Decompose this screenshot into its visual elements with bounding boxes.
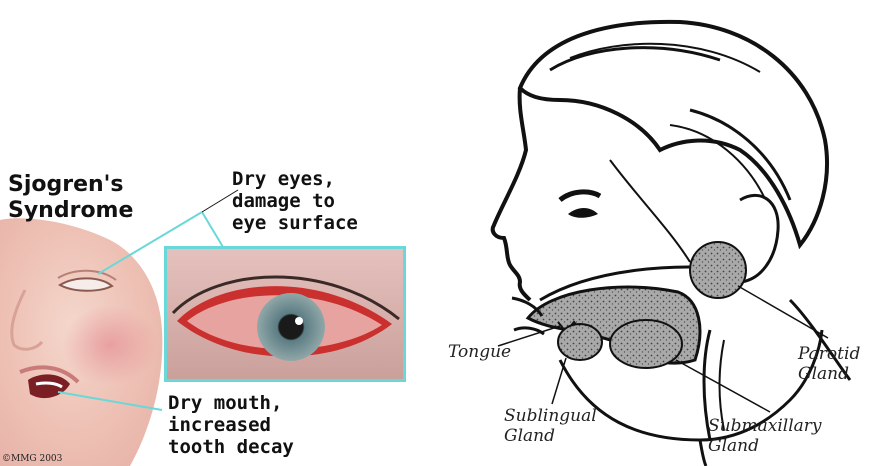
parotid-gland-label: Parotid Gland (798, 344, 860, 384)
parotid-line-1: Parotid (798, 344, 860, 364)
dry-mouth-callout: Dry mouth, increased tooth decay (168, 392, 294, 458)
dry-eyes-line-1: Dry eyes, (232, 168, 335, 190)
sublingual-line-1: Sublingual (504, 406, 597, 426)
parotid-line-2: Gland (798, 364, 849, 384)
submaxillary-line-2: Gland (708, 436, 759, 456)
dry-eyes-line-3: eye surface (232, 212, 358, 234)
dry-eyes-line-2: damage to (232, 190, 335, 212)
dry-eye-photo (164, 246, 406, 382)
sublingual-line-2: Gland (504, 426, 555, 446)
sublingual-gland-label: Sublingual Gland (504, 406, 597, 446)
syndrome-title: Sjogren's Syndrome (8, 172, 133, 224)
dry-mouth-line-1: Dry mouth, (168, 392, 282, 414)
salivary-glands-diagram: Tongue Sublingual Gland Submaxillary Gla… (440, 0, 880, 466)
dry-eyes-callout: Dry eyes, damage to eye surface (232, 168, 358, 234)
title-line-2: Syndrome (8, 198, 133, 223)
copyright-notice: ©MMG 2003 (2, 454, 62, 464)
head-profile-drawing (440, 0, 880, 466)
sjogrens-illustration: Sjogren's Syndrome Dry eyes, damage to e… (0, 0, 440, 466)
dry-mouth-line-3: tooth decay (168, 436, 294, 458)
submaxillary-line-1: Submaxillary (708, 416, 822, 436)
dry-mouth-line-2: increased (168, 414, 271, 436)
submaxillary-gland-label: Submaxillary Gland (708, 416, 822, 456)
tongue-label: Tongue (448, 342, 511, 362)
red-eye-graphic (167, 249, 403, 379)
title-line-1: Sjogren's (8, 172, 124, 197)
